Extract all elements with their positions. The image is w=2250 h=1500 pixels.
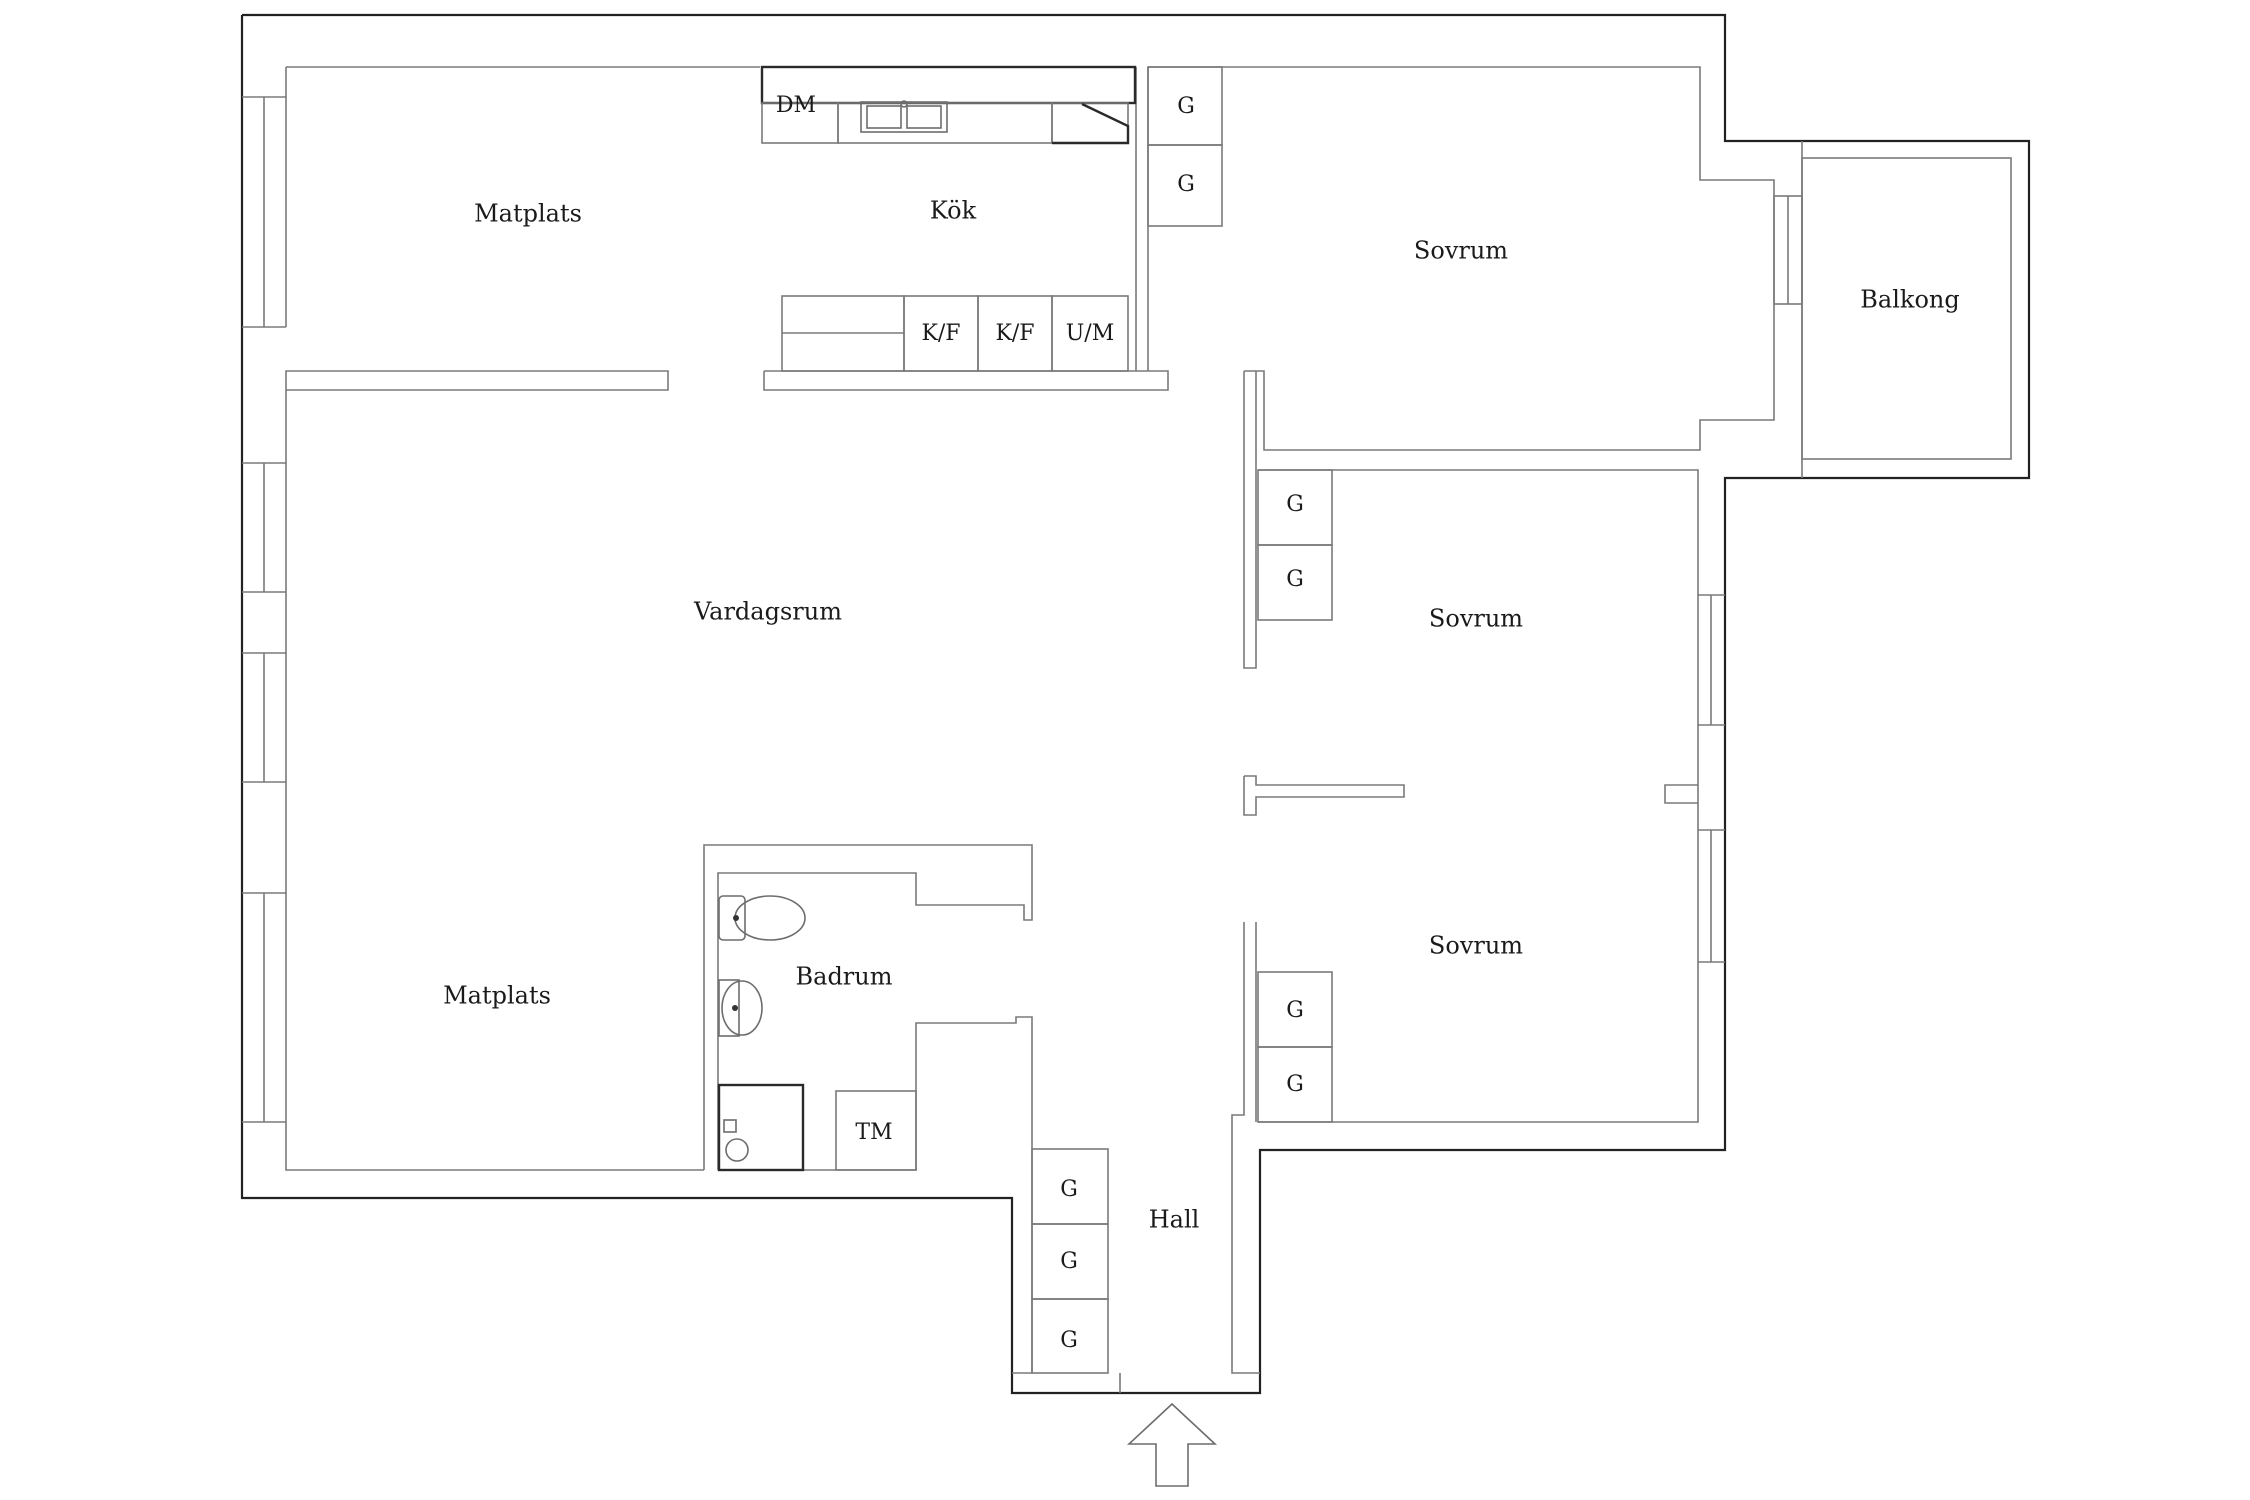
stove-corner-icon: [1052, 102, 1130, 145]
room-label-kok: Kök: [930, 197, 977, 225]
room-label-sovrum-3: Sovrum: [1429, 932, 1523, 960]
window-left-1: [242, 96, 286, 328]
room-label-matplats-top: Matplats: [474, 200, 582, 228]
bedroom-1-walls: [1148, 66, 1775, 669]
fixture-label-kf-2: K/F: [995, 321, 1034, 346]
wardrobe-label: G: [1060, 1177, 1078, 1202]
room-label-sovrum-1: Sovrum: [1414, 237, 1508, 265]
bedroom-2-3-walls: [1231, 469, 1699, 1374]
window-left-3: [242, 652, 286, 783]
shower-icon: [717, 1083, 805, 1172]
washbasin-icon: [718, 979, 763, 1037]
toilet-icon: [718, 895, 806, 941]
wardrobe-label: G: [1177, 172, 1195, 197]
kitchen-counter-top: [760, 65, 1137, 144]
wardrobe-label: G: [1286, 998, 1304, 1023]
kitchen-counter-bottom: [781, 295, 1129, 372]
room-label-badrum: Badrum: [796, 963, 893, 991]
wardrobe-hall: [1031, 1148, 1121, 1393]
bathroom-walls: [703, 844, 1033, 1374]
window-right-1: [1698, 594, 1725, 726]
wardrobe-bedroom-1: [1147, 66, 1223, 227]
wardrobe-bedroom-3: [1257, 971, 1333, 1123]
wardrobe-label: G: [1286, 567, 1304, 592]
fixture-label-kf-1: K/F: [921, 321, 960, 346]
outer-walls: [240, 13, 2031, 1395]
room-label-sovrum-2: Sovrum: [1429, 605, 1523, 633]
wardrobe-label: G: [1286, 492, 1304, 517]
entrance-arrow-icon: [1126, 1402, 1218, 1487]
washing-machine: [835, 1090, 917, 1171]
room-label-vardagsrum: Vardagsrum: [693, 598, 842, 626]
wardrobe-label: G: [1286, 1072, 1304, 1097]
window-right-2: [1698, 829, 1725, 963]
fixture-label-tm: TM: [855, 1120, 892, 1145]
room-label-balkong: Balkong: [1860, 286, 1959, 314]
window-left-2: [242, 462, 286, 593]
wardrobe-label: G: [1177, 94, 1195, 119]
wardrobe-bedroom-2: [1257, 469, 1333, 621]
window-left-4: [242, 892, 286, 1123]
wardrobe-label: G: [1060, 1328, 1078, 1353]
fixture-label-dm: DM: [776, 93, 816, 118]
room-label-matplats-bottom: Matplats: [443, 982, 551, 1010]
kitchen-sink-icon: [860, 100, 948, 133]
wardrobe-label: G: [1060, 1249, 1078, 1274]
kitchen-bottom-wall: [285, 67, 1169, 391]
balcony: [1773, 141, 2012, 478]
room-label-hall: Hall: [1149, 1206, 1200, 1234]
fixture-label-um: U/M: [1066, 321, 1114, 346]
